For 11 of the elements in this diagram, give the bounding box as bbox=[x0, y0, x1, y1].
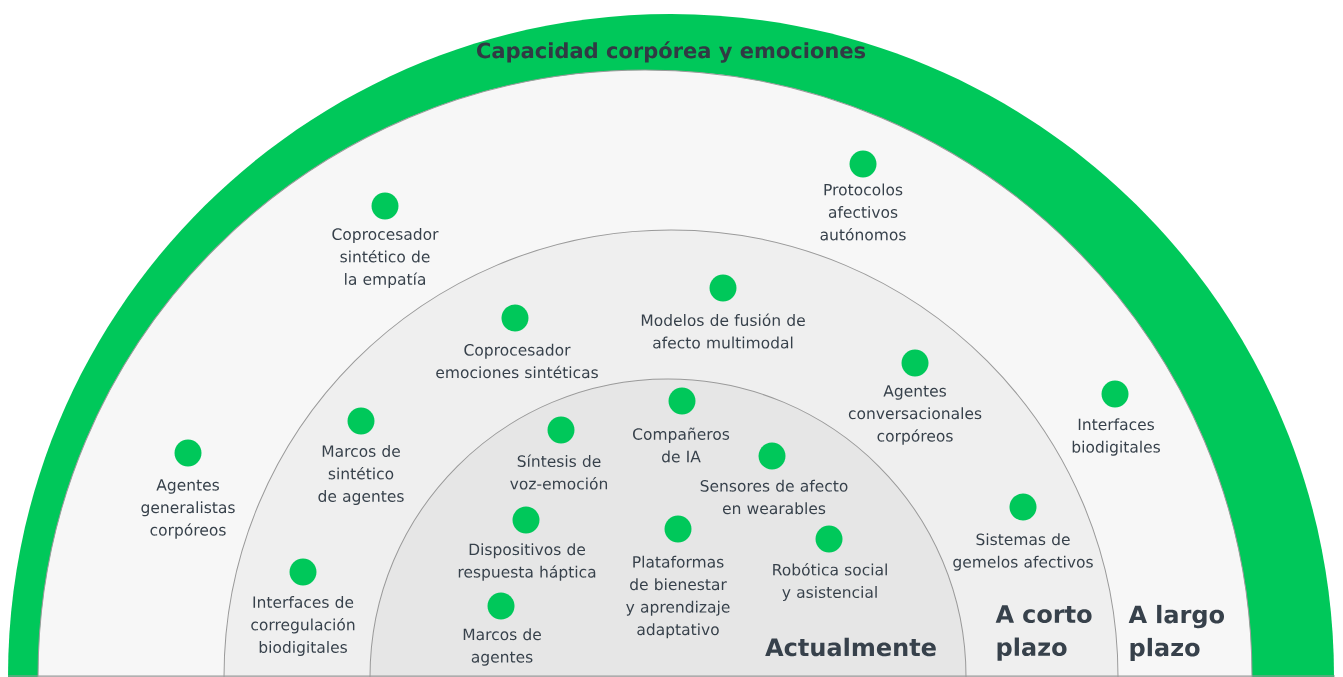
item-label: Coprocesador emociones sintéticas bbox=[436, 343, 598, 379]
item-label: Sensores de afecto en wearables bbox=[700, 479, 848, 515]
item-label: Plataformas de bienestar y aprendizaje adaptativo bbox=[626, 555, 730, 639]
item-label: Compañeros de IA bbox=[633, 427, 730, 463]
item-label: Robótica social y asistencial bbox=[773, 562, 887, 602]
item-label: Síntesis de voz-emoción bbox=[510, 454, 607, 490]
item-label: Interfaces de corregulación biodigitales bbox=[251, 596, 355, 656]
item-label: Coprocesador sintético de la empatía bbox=[332, 228, 439, 288]
item-label: Marcos de agentes bbox=[463, 628, 541, 666]
item-label: Modelos de fusión de afecto multimodal bbox=[641, 313, 805, 349]
item-label: Dispositivos de respuesta háptica bbox=[458, 543, 596, 581]
